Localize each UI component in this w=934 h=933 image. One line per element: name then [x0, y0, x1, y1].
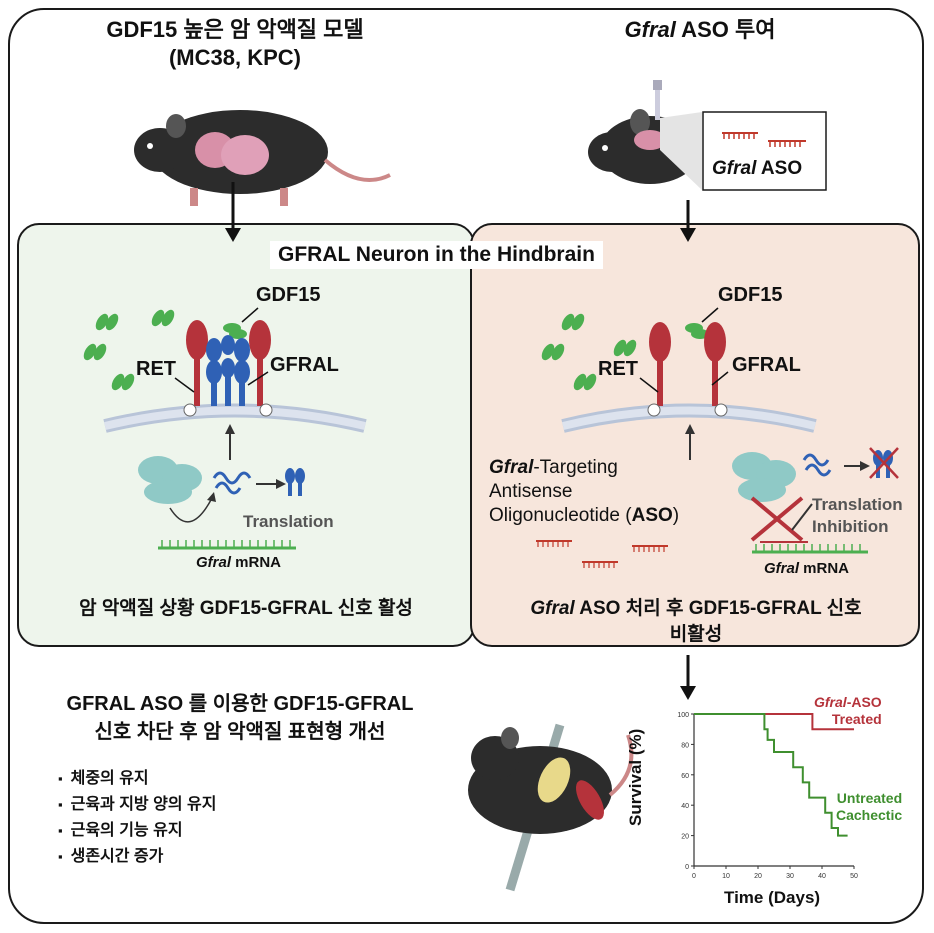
x-tick-label: 0	[692, 873, 696, 880]
top-right-title: Gfral ASO 투여	[540, 16, 860, 44]
y-tick-label: 80	[681, 742, 689, 749]
list-item: 근육과 지방 양의 유지	[58, 792, 217, 818]
legend-untreated: Untreated Cachectic	[836, 790, 902, 824]
right-mrna-label: Gfral mRNA	[764, 560, 849, 577]
legend-treated-rest: -ASO	[846, 694, 882, 710]
inhibition-line1: Translation	[812, 495, 903, 514]
left-mrna-rest: mRNA	[231, 554, 282, 571]
y-tick-label: 0	[685, 864, 689, 871]
y-axis-label: Survival (%)	[626, 728, 645, 826]
left-ret-label: RET	[136, 358, 176, 380]
inhibition-x-icon	[750, 496, 804, 542]
left-gdf15-label: GDF15	[256, 284, 321, 306]
ribosome-icon-right	[732, 452, 796, 502]
right-mrna-rest: mRNA	[799, 560, 850, 577]
outer-frame	[8, 8, 924, 924]
ret-receptor-right	[649, 322, 726, 406]
aso-desc-line1: -Targeting	[533, 457, 618, 478]
outcome-list: 체중의 유지 근육과 지방 양의 유지 근육의 기능 유지 생존시간 증가	[58, 766, 217, 870]
left-mrna-gene: Gfral	[196, 554, 232, 571]
list-item: 근육의 기능 유지	[58, 818, 216, 844]
inset-aso-label: Gfral ASO	[712, 158, 802, 180]
aso-desc-line3a: Oligonucleotide (	[489, 505, 632, 526]
treated-mouse-icon	[468, 723, 634, 892]
injected-mouse-icon	[588, 80, 702, 190]
right-mrna-gene: Gfral	[764, 560, 800, 577]
aso-desc-line2: Antisense	[489, 481, 573, 502]
left-caption: 암 악액질 상황 GDF15-GFRAL 신호 활성	[79, 598, 413, 619]
x-tick-label: 40	[818, 873, 826, 880]
left-translation-label: Translation	[243, 512, 334, 531]
ribosome-icon-left	[138, 456, 202, 504]
y-tick-label: 100	[677, 712, 689, 719]
gdf15-dimers-right	[541, 313, 709, 391]
right-ret-label: RET	[598, 358, 638, 380]
aso-title-rest: ASO 투여	[675, 17, 776, 42]
inset-rest: ASO	[756, 158, 803, 179]
right-caption-line2: 비활성	[669, 624, 723, 645]
outcome-line2: 신호 차단 후 암 악액질 표현형 개선	[94, 721, 386, 743]
y-tick-label: 20	[681, 834, 689, 841]
legend-treated-line2: Treated	[831, 711, 882, 727]
y-tick-label: 60	[681, 773, 689, 780]
legend-untreated-line2: Cachectic	[836, 807, 903, 823]
left-gfral-label: GFRAL	[270, 354, 339, 376]
model-subtitle: (MC38, KPC)	[168, 45, 301, 70]
legend-treated-gene: Gfral	[814, 694, 847, 710]
outcome-title: GFRAL ASO 를 이용한 GDF15-GFRAL 신호 차단 후 암 악액…	[30, 690, 450, 746]
legend-treated: Gfral-ASO Treated	[814, 694, 882, 728]
aso-title-gene: Gfral	[624, 17, 676, 42]
x-tick-label: 50	[850, 873, 858, 880]
inhibition-label: Translation Inhibition	[812, 494, 903, 538]
aso-description: Gfral-Targeting Antisense Oligonucleotid…	[489, 456, 679, 528]
aso-desc-line3b: ASO	[631, 505, 673, 526]
model-title: GDF15 높은 암 악액질 모델	[106, 17, 364, 42]
list-item: 체중의 유지	[58, 766, 216, 792]
right-caption: Gfral ASO 처리 후 GDF15-GFRAL 신호 비활성	[478, 596, 914, 648]
top-left-title: GDF15 높은 암 악액질 모델 (MC38, KPC)	[40, 16, 430, 72]
x-tick-label: 30	[786, 873, 794, 880]
tumor-mouse-icon	[134, 110, 391, 206]
inhibition-line2: Inhibition	[812, 517, 889, 536]
right-caption-gene: Gfral	[530, 598, 575, 619]
aso-desc-line3c: )	[672, 505, 680, 526]
x-axis-label: Time (Days)	[724, 888, 821, 907]
y-tick-label: 40	[681, 803, 689, 810]
x-tick-label: 10	[722, 873, 730, 880]
left-panel	[17, 223, 475, 647]
x-tick-label: 20	[754, 873, 762, 880]
gdf15-dimers-left	[83, 309, 247, 391]
left-mrna-label: Gfral mRNA	[196, 554, 281, 571]
right-gdf15-label: GDF15	[718, 284, 783, 306]
aso-fragments	[536, 540, 668, 563]
ret-receptor-left	[186, 320, 271, 406]
right-caption-rest: ASO 처리 후 GDF15-GFRAL 신호	[574, 598, 862, 619]
hindbrain-banner: GFRAL Neuron in the Hindbrain	[270, 241, 603, 269]
right-panel	[470, 223, 920, 647]
untreated-series-line	[694, 713, 848, 837]
survival-chart: 0 20 40 60 80 100 0 10 20 30 40 50	[677, 712, 858, 880]
legend-untreated-line1: Untreated	[836, 790, 903, 806]
right-gfral-label: GFRAL	[732, 354, 801, 376]
inset-gene: Gfral	[712, 158, 757, 179]
aso-desc-gene: Gfral	[489, 457, 534, 478]
list-item: 생존시간 증가	[58, 844, 216, 870]
outcome-line1: GFRAL ASO 를 이용한 GDF15-GFRAL	[66, 693, 414, 715]
gfral-receptor-left	[206, 335, 250, 406]
